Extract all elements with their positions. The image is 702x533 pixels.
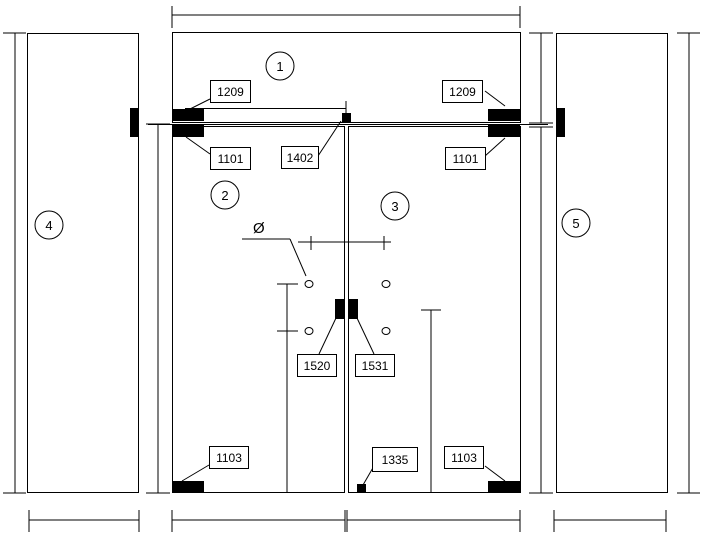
circle-marker-5: 5 xyxy=(561,208,591,238)
hole-left-upper xyxy=(304,280,314,288)
fitting-1103-left xyxy=(172,481,204,492)
label-1209-right: 1209 xyxy=(442,80,483,103)
label-1209-right-text: 1209 xyxy=(449,85,476,99)
fitting-1209-left xyxy=(172,109,204,121)
clamp-left-side xyxy=(130,108,139,137)
label-1103-left-text: 1103 xyxy=(216,451,242,465)
label-1531-text: 1531 xyxy=(362,359,389,373)
label-1402-text: 1402 xyxy=(287,151,314,165)
label-1520-text: 1520 xyxy=(304,359,331,373)
circle-markers: 1 2 3 4 5 xyxy=(34,51,591,240)
fittings xyxy=(130,108,565,492)
label-1101-right: 1101 xyxy=(445,147,486,170)
circle-marker-3: 3 xyxy=(380,191,410,221)
label-1402: 1402 xyxy=(281,146,319,169)
hole-right-upper xyxy=(381,280,391,288)
label-1101-right-text: 1101 xyxy=(453,152,479,166)
circle-marker-2: 2 xyxy=(210,180,240,210)
fitting-1101-left xyxy=(172,125,204,137)
clamp-right-side xyxy=(556,108,565,137)
right-door-leaf xyxy=(348,126,521,493)
label-boxes: 1209 1209 1101 1101 1402 1520 1531 1103 xyxy=(209,80,486,472)
label-1209-left: 1209 xyxy=(210,80,251,103)
circle-marker-4: 4 xyxy=(34,210,64,240)
fitting-1209-right xyxy=(488,109,520,121)
fitting-1531 xyxy=(349,299,358,319)
circle-marker-4-text: 4 xyxy=(45,218,52,233)
handle-area xyxy=(242,236,441,493)
label-1103-left: 1103 xyxy=(209,446,249,469)
hole-right-lower xyxy=(381,327,391,335)
fitting-1520 xyxy=(335,299,344,319)
circle-marker-1: 1 xyxy=(265,51,295,81)
fitting-1101-right xyxy=(488,125,520,137)
label-1520: 1520 xyxy=(297,354,337,377)
label-1335: 1335 xyxy=(372,447,418,472)
label-1103-right-text: 1103 xyxy=(451,451,477,465)
leader-lines xyxy=(181,90,506,486)
left-side-panel xyxy=(27,33,139,493)
label-1101-left-text: 1101 xyxy=(218,152,244,166)
dimension-lines xyxy=(3,6,700,532)
fitting-1103-right xyxy=(488,481,520,492)
label-1101-left: 1101 xyxy=(210,147,251,170)
fitting-1402 xyxy=(342,113,351,122)
circle-marker-5-text: 5 xyxy=(572,216,579,231)
left-door-leaf xyxy=(172,126,345,493)
fitting-1335 xyxy=(357,484,366,492)
circle-marker-3-text: 3 xyxy=(391,199,398,214)
diameter-symbol: Ø xyxy=(253,220,265,237)
top-transom-panel xyxy=(172,32,521,123)
label-1335-text: 1335 xyxy=(382,453,409,467)
hole-left-lower xyxy=(304,327,314,335)
label-1209-left-text: 1209 xyxy=(217,85,244,99)
circle-marker-2-text: 2 xyxy=(221,188,228,203)
right-side-panel xyxy=(556,33,668,493)
label-1103-right: 1103 xyxy=(444,446,484,469)
circle-marker-1-text: 1 xyxy=(276,59,283,74)
label-1531: 1531 xyxy=(355,354,395,377)
panels xyxy=(27,32,668,493)
